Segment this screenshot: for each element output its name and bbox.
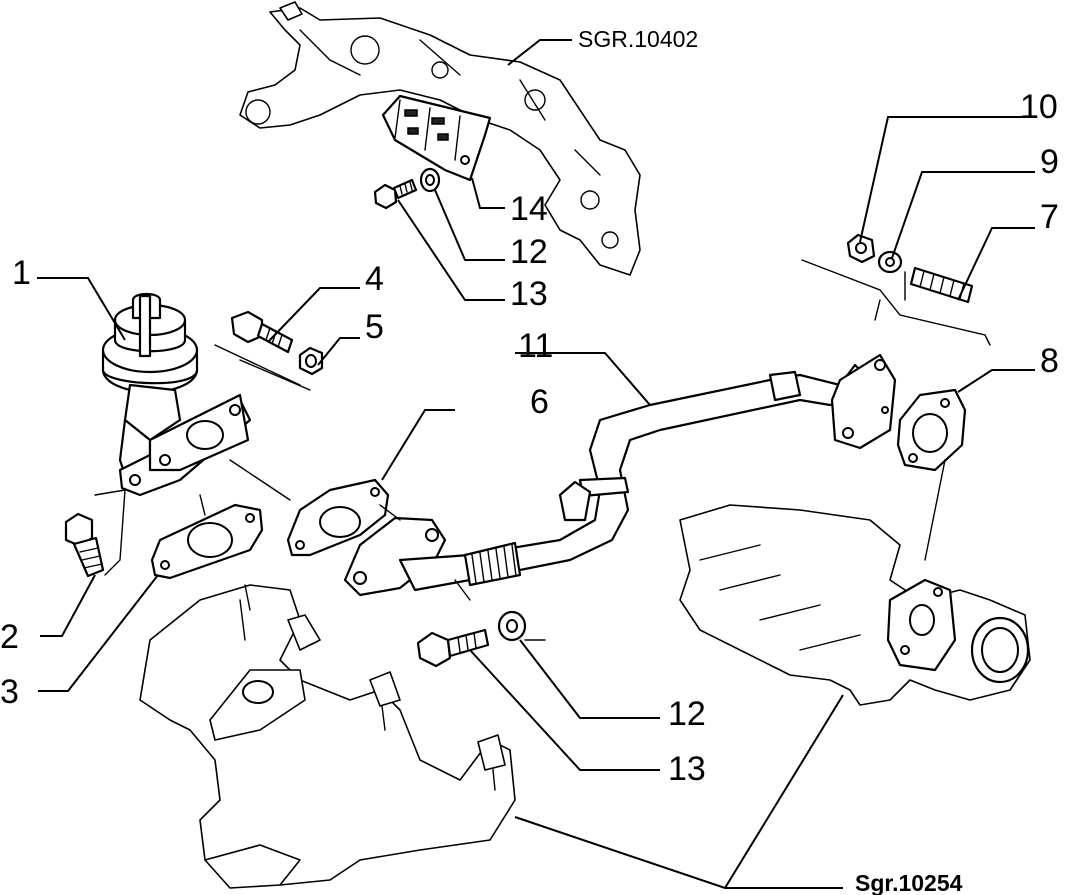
gasket-6 bbox=[286, 478, 390, 557]
washer-9 bbox=[877, 250, 903, 274]
callout-14: 14 bbox=[510, 190, 548, 228]
callout-8: 8 bbox=[1040, 342, 1059, 380]
callout-6: 6 bbox=[530, 383, 549, 421]
reference-bottom: Sgr.10254 bbox=[855, 870, 963, 895]
callout-4: 4 bbox=[365, 260, 384, 298]
callout-10: 10 bbox=[1020, 88, 1058, 126]
callout-12-lower: 12 bbox=[668, 695, 706, 733]
stud-7 bbox=[909, 266, 974, 304]
callout-13-upper: 13 bbox=[510, 275, 548, 313]
reference-top: SGR.10402 bbox=[578, 26, 698, 52]
leader-lines bbox=[37, 39, 1035, 889]
water-outlet-housing bbox=[239, 1, 641, 276]
callout-7: 7 bbox=[1040, 198, 1059, 236]
callout-3: 3 bbox=[0, 673, 19, 711]
egr-pipe bbox=[343, 353, 897, 597]
bolt-upper bbox=[373, 178, 418, 210]
washer-lower bbox=[497, 610, 527, 642]
callout-11: 11 bbox=[518, 327, 553, 365]
intake-manifold bbox=[679, 504, 1031, 706]
nut-10 bbox=[846, 233, 876, 264]
heat-shield bbox=[381, 94, 492, 182]
callout-1: 1 bbox=[12, 254, 31, 292]
callout-labels: 1 2 3 4 5 6 7 8 9 10 11 12 13 14 12 13 bbox=[0, 88, 1059, 788]
callout-13-lower: 13 bbox=[668, 750, 706, 788]
washer-upper bbox=[419, 167, 441, 193]
bolt-4 bbox=[230, 310, 294, 354]
gasket-8 bbox=[896, 388, 967, 472]
exhaust-manifold bbox=[139, 584, 516, 889]
bolt-2 bbox=[64, 512, 105, 578]
callout-2: 2 bbox=[0, 618, 19, 656]
bolt-lower bbox=[416, 628, 490, 668]
assembly-lines bbox=[94, 259, 991, 641]
callout-12-upper: 12 bbox=[510, 233, 548, 271]
gasket-3 bbox=[150, 503, 264, 580]
nut-5 bbox=[298, 346, 324, 376]
callout-9: 9 bbox=[1040, 143, 1059, 181]
callout-5: 5 bbox=[365, 308, 384, 346]
egr-valve bbox=[101, 292, 252, 497]
